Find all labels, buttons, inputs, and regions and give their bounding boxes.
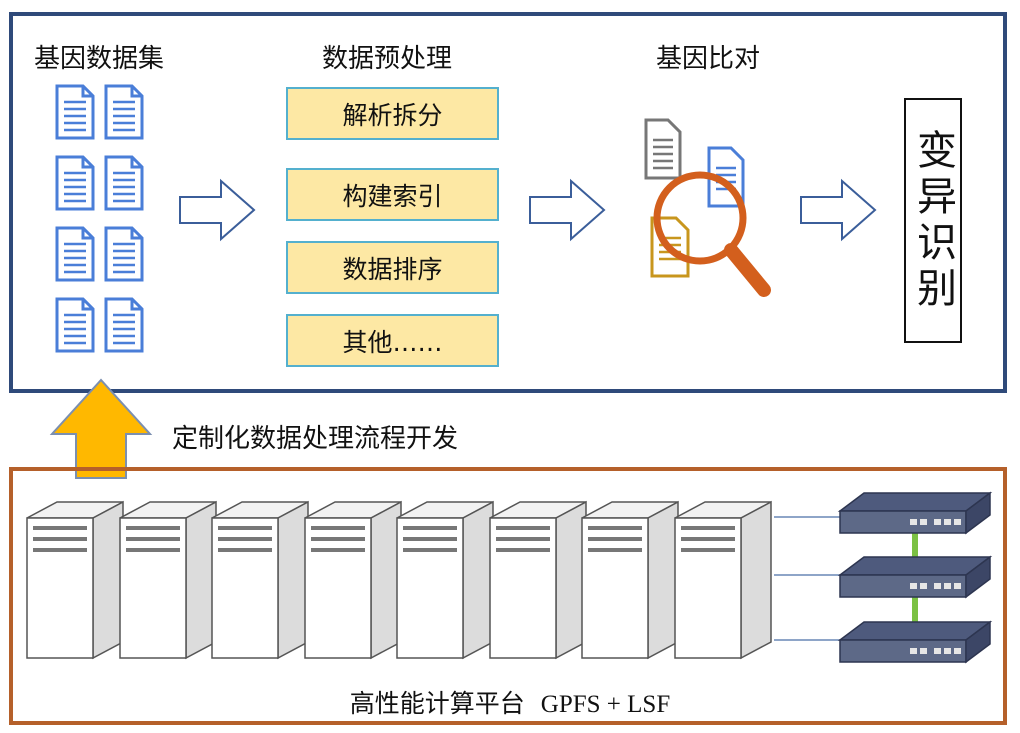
magnifying-glass-icon — [644, 118, 771, 297]
platform-tech: GPFS + LSF — [540, 691, 671, 718]
right-arrow-icon — [529, 178, 606, 242]
step-sort-data: 数据排序 — [286, 241, 499, 294]
dataset-title: 基因数据集 — [34, 44, 165, 74]
right-arrow-icon — [800, 178, 877, 242]
server-rack — [26, 501, 772, 659]
step-build-index: 构建索引 — [286, 168, 499, 221]
alignment-title: 基因比对 — [656, 44, 761, 74]
preprocess-title: 数据预处理 — [322, 44, 453, 74]
network-switch-icon — [839, 621, 991, 663]
right-arrow-icon — [179, 178, 256, 242]
server-tower-icon — [581, 501, 679, 659]
server-tower-icon — [119, 501, 217, 659]
server-tower-icon — [489, 501, 587, 659]
server-tower-icon — [304, 501, 402, 659]
server-tower-icon — [396, 501, 494, 659]
variant-calling-box: 变异识别 — [904, 98, 962, 343]
switch-stack — [839, 492, 991, 663]
gray-document-icon — [644, 118, 682, 180]
development-label: 定制化数据处理流程开发 — [172, 424, 459, 454]
platform-caption: 高性能计算平台 GPFS + LSF — [0, 684, 1020, 720]
server-tower-icon — [211, 501, 309, 659]
pipeline-panel — [9, 12, 1007, 393]
platform-panel — [9, 467, 1007, 725]
server-tower-icon — [674, 501, 772, 659]
variant-calling-label: 变异识别 — [910, 128, 956, 313]
network-cables — [774, 516, 850, 641]
network-switch-icon — [839, 492, 991, 534]
server-tower-icon — [26, 501, 124, 659]
step-parse-split: 解析拆分 — [286, 87, 499, 140]
platform-label: 高性能计算平台 — [349, 689, 525, 718]
step-other: 其他…… — [286, 314, 499, 367]
network-switch-icon — [839, 556, 991, 598]
